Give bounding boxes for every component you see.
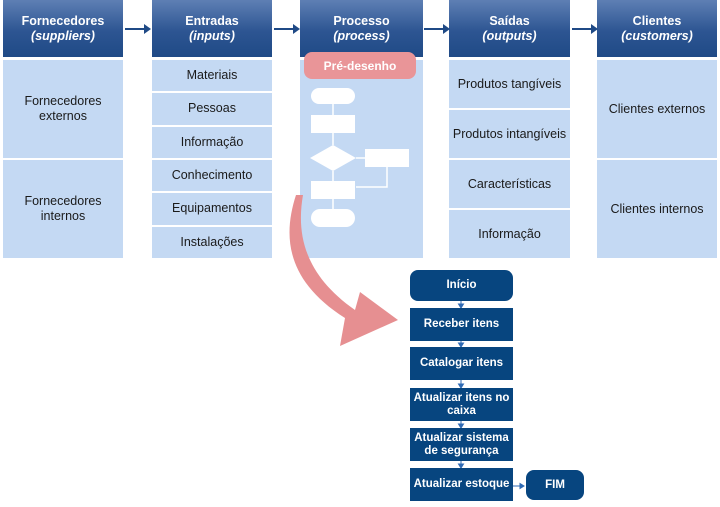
mini-flowchart-icon bbox=[310, 88, 409, 227]
list-item: Fornecedores externos bbox=[3, 60, 123, 158]
process-subtitle: (process) bbox=[333, 28, 390, 43]
flow-step: Atualizar sistema de segurança bbox=[410, 428, 513, 461]
list-item: Fornecedores internos bbox=[3, 160, 123, 258]
outputs-subtitle: (outputs) bbox=[482, 28, 537, 43]
flow-step: Atualizar itens no caixa bbox=[410, 388, 513, 421]
customers-list: Clientes externos Clientes internos bbox=[597, 60, 717, 258]
customers-title: Clientes bbox=[632, 13, 682, 28]
list-item: Informação bbox=[449, 210, 570, 258]
list-item: Materiais bbox=[152, 60, 272, 92]
suppliers-list: Fornecedores externos Fornecedores inter… bbox=[3, 60, 123, 258]
list-item: Características bbox=[449, 160, 570, 208]
flow-step: Atualizar estoque bbox=[410, 468, 513, 501]
list-item: Clientes externos bbox=[597, 60, 717, 158]
flow-step: Receber itens bbox=[410, 308, 513, 341]
inputs-list: Materiais Pessoas Informação Conheciment… bbox=[152, 60, 272, 258]
outputs-title: Saídas bbox=[489, 13, 530, 28]
process-header: Processo (process) bbox=[300, 0, 423, 57]
customers-header: Clientes (customers) bbox=[597, 0, 717, 57]
list-item: Clientes internos bbox=[597, 160, 717, 258]
list-item: Produtos tangíveis bbox=[449, 60, 570, 108]
flow-end: FIM bbox=[526, 470, 584, 500]
process-panel bbox=[300, 60, 423, 258]
list-item: Instalações bbox=[152, 226, 272, 258]
suppliers-header: Fornecedores (suppliers) bbox=[3, 0, 123, 57]
list-item: Informação bbox=[152, 126, 272, 158]
header-arrow-4 bbox=[572, 24, 598, 34]
header-arrow-1 bbox=[125, 24, 151, 34]
customers-subtitle: (customers) bbox=[621, 28, 693, 43]
inputs-title: Entradas bbox=[185, 13, 239, 28]
outputs-list: Produtos tangíveis Produtos intangíveis … bbox=[449, 60, 570, 258]
flow-step: Catalogar itens bbox=[410, 347, 513, 380]
header-arrow-3 bbox=[424, 24, 450, 34]
header-arrow-2 bbox=[274, 24, 300, 34]
pre-design-badge: Pré-desenho bbox=[304, 52, 416, 79]
list-item: Conhecimento bbox=[152, 159, 272, 192]
process-title: Processo bbox=[333, 13, 390, 28]
inputs-subtitle: (inputs) bbox=[189, 28, 235, 43]
list-item: Equipamentos bbox=[152, 193, 272, 225]
list-item: Produtos intangíveis bbox=[449, 110, 570, 158]
suppliers-title: Fornecedores bbox=[21, 13, 105, 28]
suppliers-subtitle: (suppliers) bbox=[31, 28, 95, 43]
flow-start: Início bbox=[410, 270, 513, 301]
outputs-header: Saídas (outputs) bbox=[449, 0, 570, 57]
inputs-header: Entradas (inputs) bbox=[152, 0, 272, 57]
list-item: Pessoas bbox=[152, 93, 272, 125]
